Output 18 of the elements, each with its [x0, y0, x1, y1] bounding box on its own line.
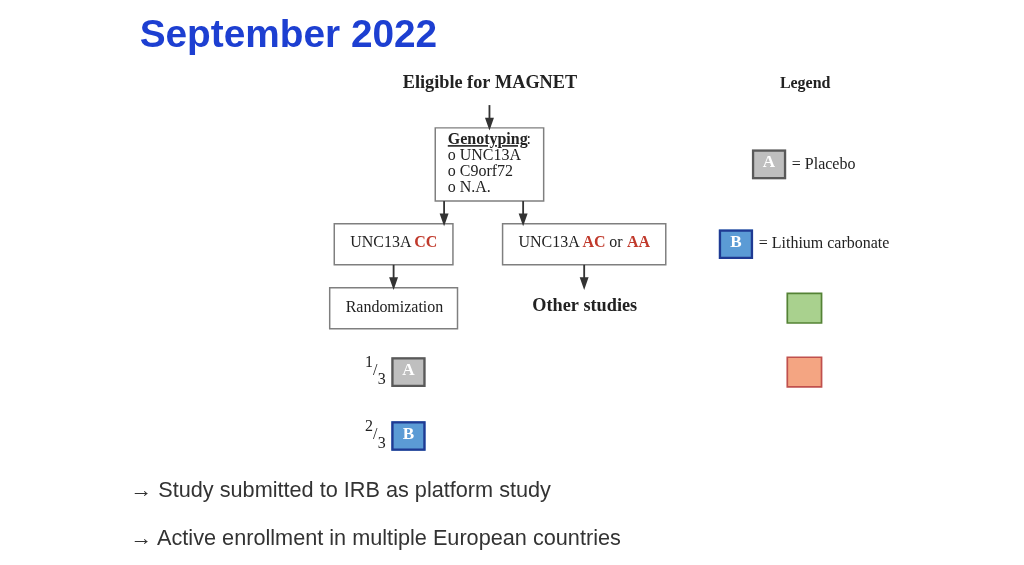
node-text: Eligible for MAGNET	[402, 71, 578, 92]
node-box: Randomization	[328, 286, 459, 330]
node-box	[786, 356, 823, 388]
node-label: = Lithium carbonate	[758, 234, 890, 252]
arrow	[389, 263, 399, 290]
label: → Study submitted to IRB as platform study	[130, 477, 551, 503]
arrow	[439, 200, 449, 227]
node-box: Genotyping: o UNC13A o C9orf72 o N.A.	[434, 127, 545, 202]
node-label: = Placebo	[791, 154, 856, 172]
diagram-title: September 2022	[139, 12, 438, 56]
node-box: UNC13A CC	[333, 223, 454, 266]
node-box	[786, 292, 823, 324]
label: → Active enrollment in multiple European countries	[130, 525, 621, 551]
node-text: Other studies	[532, 295, 638, 316]
arrow	[518, 200, 528, 227]
label: Legend	[779, 73, 831, 91]
node-box: UNC13A AC or AA	[501, 223, 667, 266]
arrow	[579, 263, 589, 290]
